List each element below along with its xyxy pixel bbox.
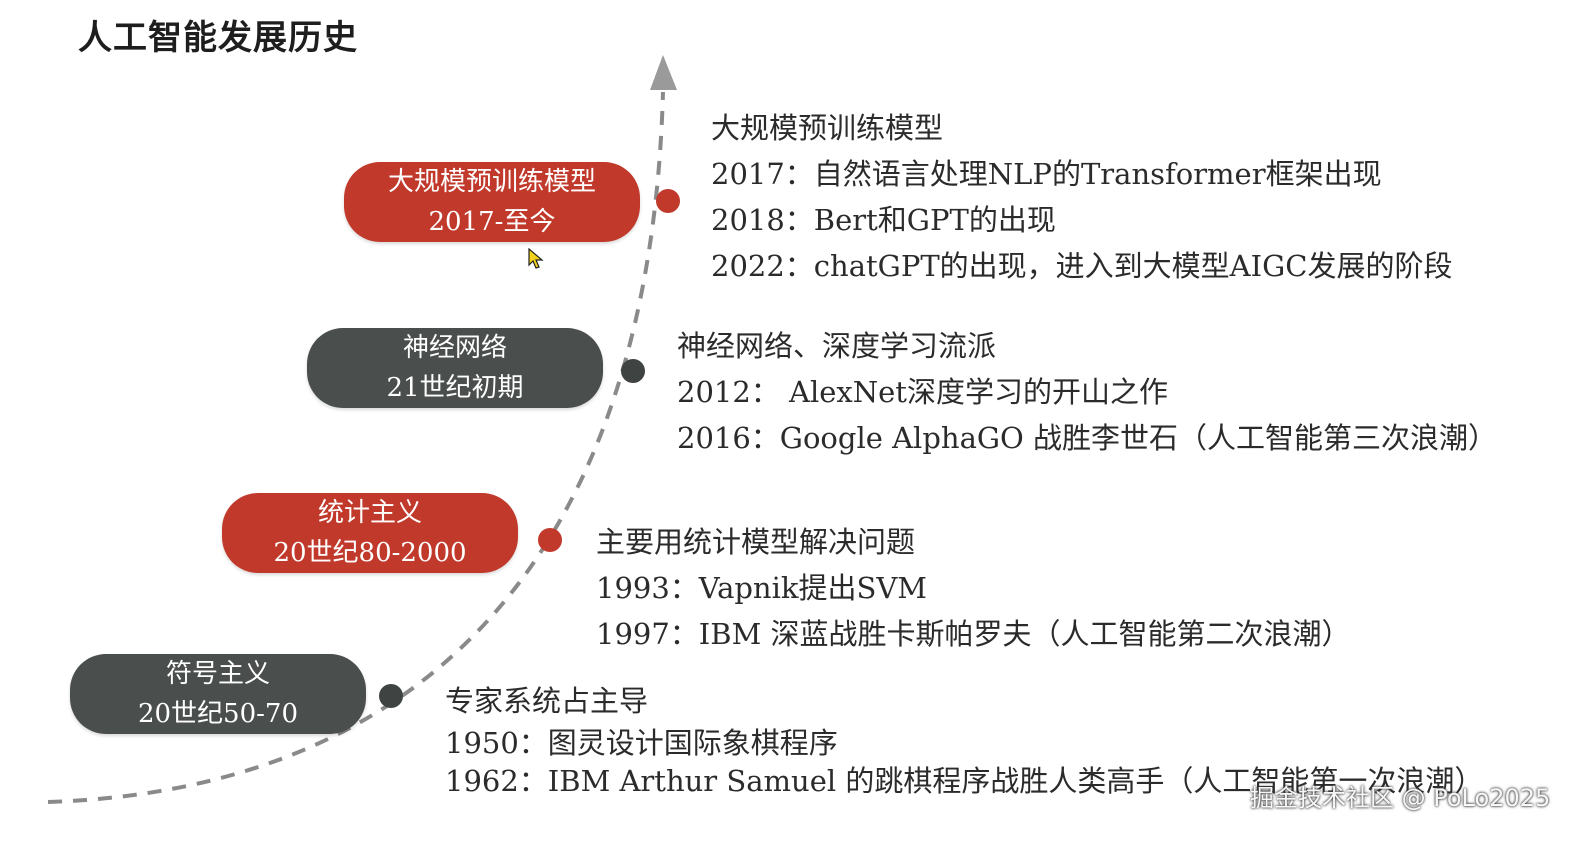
timeline-dot-symbolism — [379, 684, 403, 708]
stage-name: 神经网络 — [402, 333, 507, 363]
stage-heading: 专家系统占主导 — [445, 684, 649, 718]
stage-event: 2017：自然语言处理NLP的Transformer框架出现 — [711, 157, 1382, 191]
timeline-dot-statistics — [538, 528, 562, 552]
stage-desc-neural-networks: 神经网络、深度学习流派 2012： AlexNet深度学习的开山之作 2016：… — [677, 323, 1497, 461]
timeline-dashed-arc — [47, 91, 665, 804]
timeline-arrowhead — [650, 55, 677, 90]
stage-event: 1950：图灵设计国际象棋程序 — [445, 726, 838, 760]
stage-pill-pretrained-models: 大规模预训练模型 2017-至今 — [344, 162, 640, 242]
stage-period: 2017-至今 — [428, 207, 556, 237]
stage-event: 2016：Google AlphaGO 战胜李世石（人工智能第三次浪潮） — [677, 421, 1498, 455]
stage-pill-symbolism: 符号主义 20世纪50-70 — [70, 654, 366, 734]
stage-period: 20世纪80-2000 — [273, 538, 467, 568]
stage-heading: 主要用统计模型解决问题 — [596, 525, 916, 559]
timeline-dot-pretrained-models — [656, 189, 680, 213]
stage-desc-pretrained-models: 大规模预训练模型 2017：自然语言处理NLP的Transformer框架出现 … — [711, 105, 1452, 289]
watermark: 掘金技术社区 @ PoLo2025 — [1250, 784, 1551, 812]
stage-period: 21世纪初期 — [386, 373, 524, 403]
stage-heading: 神经网络、深度学习流派 — [677, 329, 997, 363]
stage-event: 2022：chatGPT的出现，进入到大模型AIGC发展的阶段 — [711, 249, 1453, 283]
stage-period: 20世纪50-70 — [137, 699, 299, 729]
stage-event: 1993：Vapnik提出SVM — [596, 571, 927, 605]
stage-event: 1997：IBM 深蓝战胜卡斯帕罗夫（人工智能第二次浪潮） — [596, 617, 1351, 651]
stage-desc-statistics: 主要用统计模型解决问题 1993：Vapnik提出SVM 1997：IBM 深蓝… — [596, 519, 1350, 657]
mouse-pointer-icon — [528, 248, 544, 269]
page-title: 人工智能发展历史 — [78, 18, 358, 58]
stage-pill-neural-networks: 神经网络 21世纪初期 — [307, 328, 603, 408]
stage-event: 2018：Bert和GPT的出现 — [711, 203, 1056, 237]
stage-name: 统计主义 — [317, 498, 422, 528]
stage-name: 大规模预训练模型 — [387, 167, 596, 197]
timeline-dot-neural-networks — [621, 359, 645, 383]
stage-event: 2012： AlexNet深度学习的开山之作 — [677, 375, 1168, 409]
stage-desc-symbolism: 专家系统占主导 1950：图灵设计国际象棋程序 1962：IBM Arthur … — [445, 678, 1483, 800]
stage-heading: 大规模预训练模型 — [711, 111, 944, 145]
stage-name: 符号主义 — [165, 659, 270, 689]
stage-event: 1962：IBM Arthur Samuel 的跳棋程序战胜人类高手（人工智能第… — [445, 764, 1484, 798]
stage-pill-statistics: 统计主义 20世纪80-2000 — [222, 493, 518, 573]
